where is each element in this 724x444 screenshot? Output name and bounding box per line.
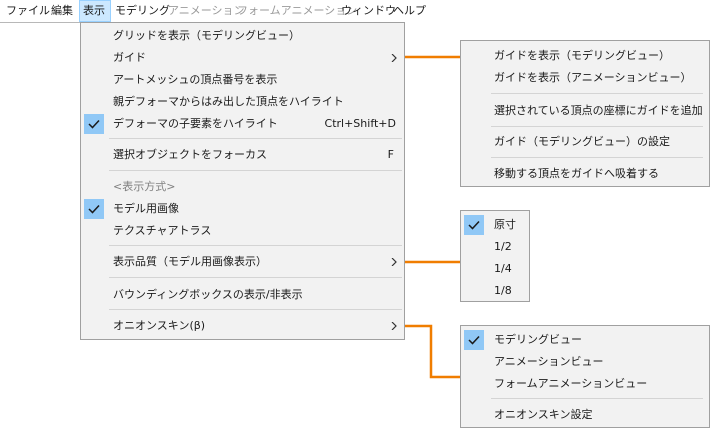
menu-item-label: 1/8: [494, 284, 512, 297]
menu-separator: [109, 170, 402, 171]
menu-item-label: オニオンスキン(β): [113, 319, 206, 332]
submenu-item-show-guide-animation[interactable]: ガイドを表示（アニメーションビュー）: [461, 67, 709, 89]
menu-view[interactable]: 表示: [79, 0, 111, 22]
submenu-arrow-icon: [390, 47, 398, 69]
submenu-item-animation-view[interactable]: アニメーションビュー: [461, 351, 709, 373]
menu-item-label: モデル用画像: [113, 202, 179, 215]
menu-form-animation[interactable]: フォームアニメーション: [237, 4, 358, 17]
menu-separator: [491, 93, 703, 94]
submenu-item-form-animation-view[interactable]: フォームアニメーションビュー: [461, 373, 709, 395]
submenu-item-quarter[interactable]: 1/4: [461, 258, 529, 280]
submenu-item-onion-skin-settings[interactable]: オニオンスキン設定: [461, 404, 709, 426]
menu-item-label: フォームアニメーションビュー: [494, 377, 648, 390]
menu-item-label: 1/2: [494, 240, 512, 253]
menu-window[interactable]: ウィンドウ: [341, 4, 396, 17]
menu-item-label: テクスチャアトラス: [113, 224, 212, 237]
menu-item-label: ガイド（モデリングビュー）の設定: [494, 135, 670, 148]
connector-onion: [405, 324, 460, 379]
submenu-arrow-icon: [390, 315, 398, 337]
menu-section-header-display-mode: <表示方式>: [81, 176, 404, 198]
submenu-item-modeling-view[interactable]: モデリングビュー: [461, 329, 709, 351]
checkmark-icon: [464, 330, 484, 350]
submenu-item-eighth[interactable]: 1/8: [461, 280, 529, 302]
menu-item-label: ガイドを表示（アニメーションビュー）: [494, 71, 692, 84]
display-quality-submenu: 原寸 1/2 1/4 1/8: [460, 210, 530, 302]
menu-animation[interactable]: アニメーション: [168, 4, 245, 17]
checkmark-icon: [84, 199, 104, 219]
guide-submenu: ガイドを表示（モデリングビュー） ガイドを表示（アニメーションビュー） 選択され…: [460, 40, 710, 187]
menu-item-show-grid[interactable]: グリッドを表示（モデリングビュー）: [81, 25, 404, 47]
menu-separator: [109, 138, 402, 139]
menu-item-label: オニオンスキン設定: [494, 408, 593, 421]
menu-item-label: ガイドを表示（モデリングビュー）: [494, 49, 670, 62]
menu-item-label: ガイド: [113, 51, 146, 64]
menu-separator: [109, 245, 402, 246]
shortcut-label: Ctrl+Shift+D: [324, 117, 396, 130]
menu-help[interactable]: ヘルプ: [393, 4, 426, 17]
menu-item-highlight-outside-vertices[interactable]: 親デフォーマからはみ出した頂点をハイライト: [81, 91, 404, 113]
submenu-item-snap-to-guide[interactable]: 移動する頂点をガイドへ吸着する: [461, 163, 709, 185]
submenu-item-show-guide-modeling[interactable]: ガイドを表示（モデリングビュー）: [461, 45, 709, 67]
onion-skin-submenu: モデリングビュー アニメーションビュー フォームアニメーションビュー オニオンス…: [460, 325, 710, 428]
menu-item-label: アートメッシュの頂点番号を表示: [113, 73, 278, 86]
checkmark-icon: [84, 114, 104, 134]
menu-item-onion-skin[interactable]: オニオンスキン(β): [81, 315, 404, 337]
menu-item-label: 原寸: [494, 218, 516, 231]
menu-item-display-quality[interactable]: 表示品質（モデル用画像表示）: [81, 251, 404, 273]
submenu-item-add-guide-at-vertex[interactable]: 選択されている頂点の座標にガイドを追加: [461, 100, 709, 122]
view-dropdown-menu: グリッドを表示（モデリングビュー） ガイド アートメッシュの頂点番号を表示 親デ…: [80, 22, 405, 340]
menu-bar: ファイル 編集 表示 モデリング アニメーション フォームアニメーション ウィン…: [0, 0, 426, 23]
menu-item-label: グリッドを表示（モデリングビュー）: [113, 29, 300, 42]
checkmark-icon: [464, 215, 484, 235]
menu-separator: [109, 277, 402, 278]
submenu-item-half[interactable]: 1/2: [461, 236, 529, 258]
menu-separator: [491, 126, 703, 127]
menu-item-label: アニメーションビュー: [494, 355, 604, 368]
menu-separator: [109, 309, 402, 310]
menu-item-label: 1/4: [494, 262, 512, 275]
menu-modeling[interactable]: モデリング: [115, 4, 170, 17]
submenu-item-guide-settings[interactable]: ガイド（モデリングビュー）の設定: [461, 131, 709, 153]
menu-item-label: バウンディングボックスの表示/非表示: [113, 288, 303, 301]
menu-item-highlight-deformer-children[interactable]: デフォーマの子要素をハイライト Ctrl+Shift+D: [81, 113, 404, 135]
menu-file[interactable]: ファイル: [6, 4, 50, 17]
menu-item-bounding-box-toggle[interactable]: バウンディングボックスの表示/非表示: [81, 284, 404, 306]
menu-item-label: 選択オブジェクトをフォーカス: [113, 148, 267, 161]
menu-item-label: 表示品質（モデル用画像表示）: [113, 255, 267, 268]
submenu-arrow-icon: [390, 251, 398, 273]
menu-item-label: モデリングビュー: [494, 333, 582, 346]
menu-item-label: 親デフォーマからはみ出した頂点をハイライト: [113, 95, 344, 108]
menu-item-label: 選択されている頂点の座標にガイドを追加: [494, 104, 703, 117]
menu-item-label: <表示方式>: [113, 180, 176, 193]
shortcut-label: F: [387, 148, 394, 161]
menu-item-show-vertex-numbers[interactable]: アートメッシュの頂点番号を表示: [81, 69, 404, 91]
menu-edit[interactable]: 編集: [51, 4, 73, 17]
submenu-item-full-size[interactable]: 原寸: [461, 214, 529, 236]
menu-item-label: デフォーマの子要素をハイライト: [113, 117, 278, 130]
menu-separator: [491, 157, 703, 158]
menu-item-focus-selection[interactable]: 選択オブジェクトをフォーカス F: [81, 144, 404, 166]
menu-item-model-image[interactable]: モデル用画像: [81, 198, 404, 220]
menu-item-guide[interactable]: ガイド: [81, 47, 404, 69]
menu-separator: [491, 398, 703, 399]
menu-item-label: 移動する頂点をガイドへ吸着する: [494, 167, 659, 180]
menu-item-texture-atlas[interactable]: テクスチャアトラス: [81, 220, 404, 242]
